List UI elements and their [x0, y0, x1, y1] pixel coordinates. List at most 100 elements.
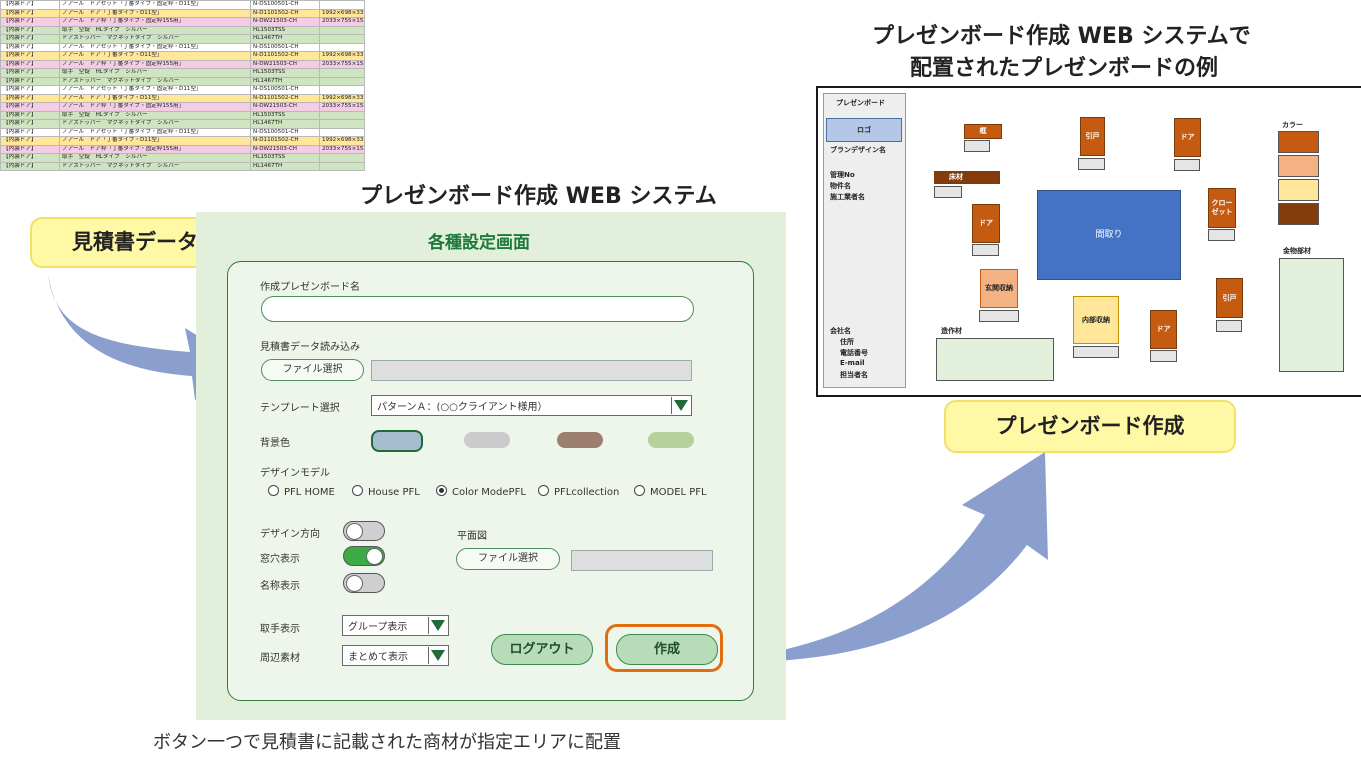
radio-label: Color ModePFL	[452, 487, 526, 498]
board-property: 物件名	[830, 182, 851, 190]
board-zousaku-label: 造作材	[941, 327, 962, 335]
table-row: 【内装ドア】ノアール ドア枠「丁番タイプ・固定枠155用」N-DW21503-C…	[0, 102, 365, 112]
caption: ボタン一つで見積書に記載された商材が指定エリアに配置	[153, 732, 621, 753]
floorplan-label: 平面図	[457, 531, 487, 542]
board-kanamono-label: 金物部材	[1283, 247, 1311, 255]
board-address: 住所	[840, 338, 854, 346]
board-genkan: 玄関収納	[980, 269, 1018, 308]
settings-title: 各種設定画面	[428, 233, 530, 253]
toggle-switch[interactable]	[343, 546, 385, 566]
board-door1: ドア	[1174, 118, 1201, 157]
board-name-label: 作成プレゼンボード名	[260, 282, 360, 293]
board-name-input[interactable]	[261, 296, 694, 322]
board-mgmt: 管理No	[830, 171, 855, 179]
board-naibu-swatch	[1073, 346, 1119, 358]
toggle-label: 窓穴表示	[260, 554, 300, 565]
board-door3: ドア	[1150, 310, 1177, 349]
settings-card	[227, 261, 754, 701]
handle-select-value: グループ表示	[348, 622, 408, 633]
board-phone: 電話番号	[840, 349, 868, 357]
chevron-down-icon	[428, 617, 447, 634]
presentation-board: プレゼンボード ロゴ ブランデザイン名 管理No 物件名 施工業者名 会社名 住…	[816, 86, 1361, 397]
board-builder: 施工業者名	[830, 193, 865, 201]
toggle-switch[interactable]	[343, 573, 385, 593]
surround-label: 周辺素材	[260, 653, 300, 664]
board-madori: 間取り	[1037, 190, 1181, 280]
radio-label: PFL HOME	[284, 487, 335, 498]
handle-label: 取手表示	[260, 624, 300, 635]
board-color-chip	[1278, 203, 1319, 225]
create-board-callout: プレゼンボード作成	[944, 400, 1236, 453]
board-brand: ブランデザイン名	[830, 146, 886, 154]
radio-label: House PFL	[368, 487, 420, 498]
board-waku: 框	[964, 124, 1002, 139]
board-company: 会社名	[830, 327, 851, 335]
board-hikido2: 引戸	[1216, 278, 1243, 318]
estimate-file-path	[371, 360, 692, 381]
estimate-table: 【内装ドア】ノアール ドアセット「丁番タイプ・固定枠・D11型」N-DS1005…	[0, 0, 365, 171]
board-closet-swatch	[1208, 229, 1235, 241]
design-model-radio[interactable]: House PFL	[352, 485, 420, 498]
board-door1-swatch	[1174, 159, 1200, 171]
chevron-down-icon	[671, 397, 690, 414]
toggle-label: デザイン方向	[260, 529, 320, 540]
handle-select[interactable]: グループ表示	[342, 615, 449, 636]
design-model-radio[interactable]: PFLcollection	[538, 485, 619, 498]
radio-icon	[634, 485, 645, 496]
bg-color-swatch[interactable]	[464, 432, 510, 448]
create-button[interactable]: 作成	[616, 634, 718, 665]
toggle-knob	[346, 575, 363, 592]
board-hikido2-swatch	[1216, 320, 1242, 332]
toggle-knob	[346, 523, 363, 540]
logout-button[interactable]: ログアウト	[491, 634, 593, 665]
board-logo: ロゴ	[826, 118, 902, 142]
floorplan-file-path	[571, 550, 713, 571]
floorplan-file-select-button[interactable]: ファイル選択	[456, 548, 560, 570]
board-door2-swatch	[972, 244, 999, 256]
board-door2: ドア	[972, 204, 1000, 243]
board-zousaku-area	[936, 338, 1054, 381]
design-model-radio[interactable]: Color ModePFL	[436, 485, 526, 498]
board-genkan-swatch	[979, 310, 1019, 322]
bg-color-swatch[interactable]	[557, 432, 603, 448]
radio-label: MODEL PFL	[650, 487, 707, 498]
design-model-radio[interactable]: PFL HOME	[268, 485, 335, 498]
template-label: テンプレート選択	[260, 403, 340, 414]
radio-label: PFLcollection	[554, 487, 620, 498]
system-title: プレゼンボード作成 WEB システム	[360, 184, 717, 209]
board-hikido1: 引戸	[1080, 117, 1105, 156]
board-closet: クロー ゼット	[1208, 188, 1236, 228]
board-color-chip	[1278, 131, 1319, 153]
estimate-file-select-button[interactable]: ファイル選択	[261, 359, 364, 381]
radio-icon	[538, 485, 549, 496]
board-person: 担当者名	[840, 371, 868, 379]
bg-label: 背景色	[260, 438, 290, 449]
board-color-label: カラー	[1282, 121, 1303, 129]
bg-color-swatch[interactable]	[371, 430, 423, 452]
surround-select[interactable]: まとめて表示	[342, 645, 449, 666]
toggle-label: 名称表示	[260, 581, 300, 592]
board-kanamono-area	[1279, 258, 1344, 372]
estimate-label: 見積書データ読み込み	[260, 342, 360, 353]
table-row: 【内装ドア】ノアール ドア枠「丁番タイプ・固定枠155用」N-DW21503-C…	[0, 144, 365, 154]
radio-icon	[436, 485, 447, 496]
surround-select-value: まとめて表示	[348, 652, 408, 663]
create-arrow	[745, 452, 1048, 662]
board-yukazai: 床材	[934, 171, 1000, 184]
create-button-highlight	[605, 624, 723, 672]
toggle-switch[interactable]	[343, 521, 385, 541]
board-title-line2: 配置されたプレゼンボードの例	[910, 56, 1219, 81]
chevron-down-icon	[428, 647, 447, 664]
board-color-chip	[1278, 155, 1319, 177]
board-naibu: 内部収納	[1073, 296, 1119, 344]
radio-icon	[352, 485, 363, 496]
template-select[interactable]: パターンＡ：(○○クライアント様用）	[371, 395, 692, 416]
bg-color-swatch[interactable]	[648, 432, 694, 448]
design-model-radio[interactable]: MODEL PFL	[634, 485, 707, 498]
board-sidebar	[823, 93, 906, 388]
